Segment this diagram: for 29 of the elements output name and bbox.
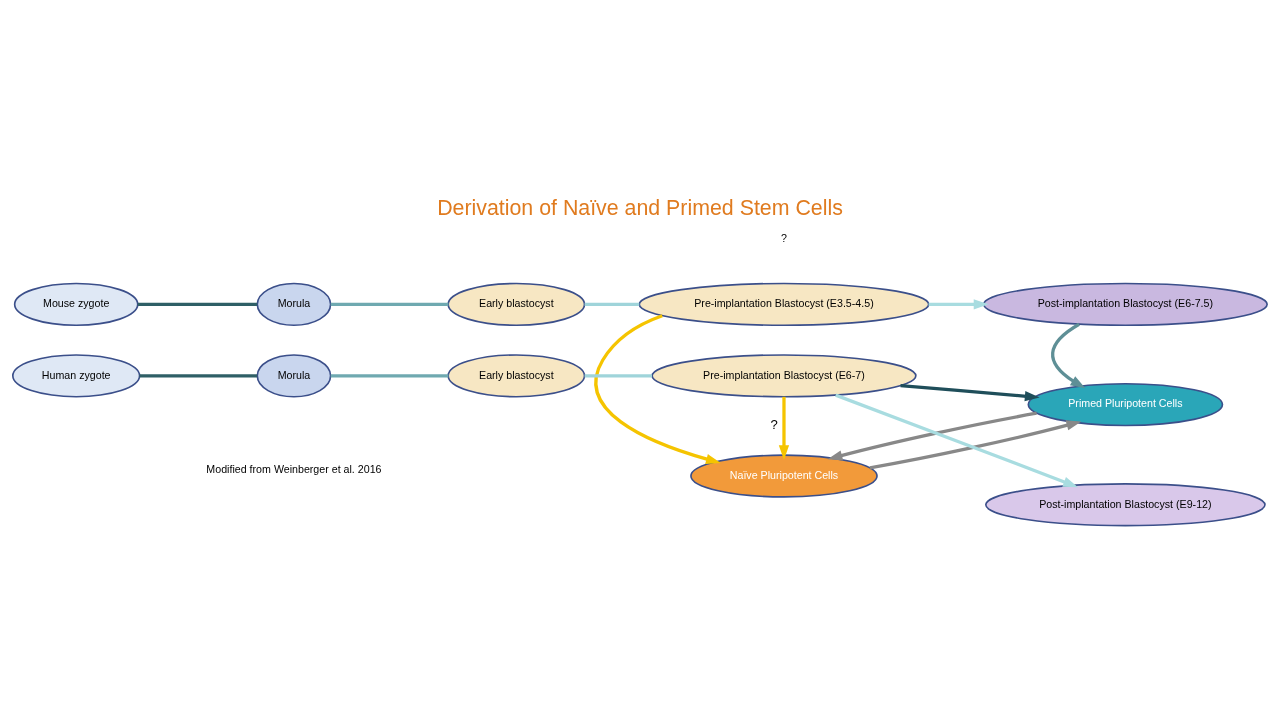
label: Modified from Weinberger et al. 2016	[206, 463, 382, 476]
arrow	[869, 420, 1082, 470]
arrow	[928, 299, 989, 310]
node-ellipse: Human zygote	[12, 354, 141, 398]
arrow	[835, 393, 1078, 488]
node-ellipse: Post-implantation Blastocyst (E6-7.5)	[982, 282, 1268, 327]
node-ellipse: Primed Pluripotent Cells	[1027, 382, 1224, 427]
arrow	[827, 411, 1037, 461]
edge-label: ?	[770, 417, 778, 433]
node-ellipse: Morula	[256, 354, 332, 398]
arrow	[594, 314, 721, 465]
node-ellipse: Post-implantation Blastocyst (E9-12)	[985, 483, 1266, 527]
node-ellipse: Pre-implantation Blastocyst (E3.5-4.5)	[638, 282, 930, 327]
arrow	[1051, 322, 1086, 389]
connector	[330, 302, 449, 306]
node-ellipse: Early blastocyst	[447, 354, 586, 398]
node-ellipse: Morula	[256, 282, 332, 327]
connector	[584, 302, 640, 306]
connector	[139, 374, 258, 378]
node-ellipse: Pre-implantation Blastocyst (E6-7)	[651, 354, 917, 398]
connector	[584, 374, 653, 378]
arrow	[778, 396, 790, 460]
node-ellipse: Early blastocyst	[447, 282, 586, 327]
connector	[137, 302, 258, 306]
connector	[330, 374, 449, 378]
diagram-title: Derivation of Naïve and Primed Stem Cells	[437, 195, 843, 220]
node-ellipse: Mouse zygote	[13, 282, 139, 327]
arrow	[900, 384, 1040, 402]
label: ?	[781, 232, 787, 245]
